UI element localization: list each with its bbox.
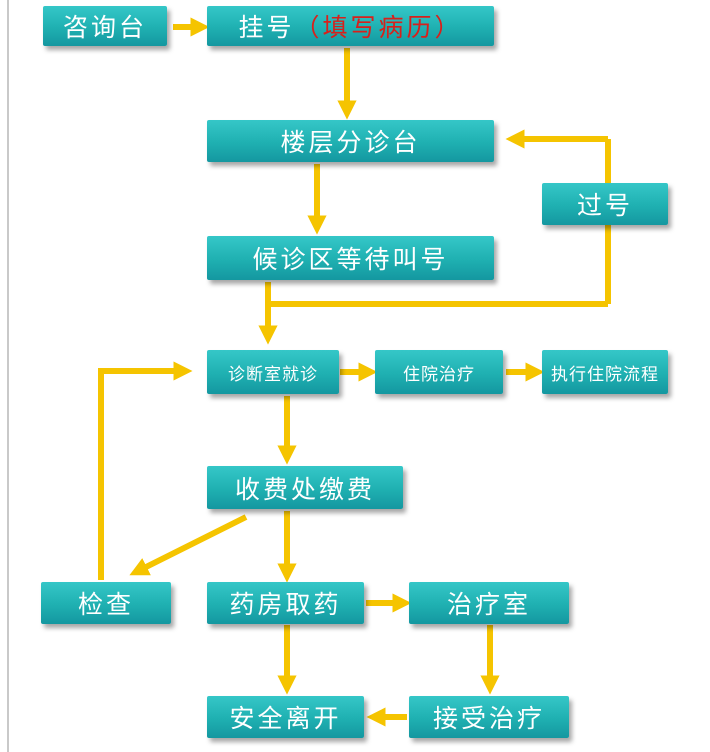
node-triage: 楼层分诊台 (207, 120, 494, 162)
arrow-exam-to-clinic (98, 361, 193, 580)
node-waiting: 候诊区等待叫号 (207, 236, 494, 280)
register-label: 挂号 (238, 13, 295, 42)
node-clinic: 诊断室就诊 (207, 350, 339, 394)
node-consult: 咨询台 (43, 6, 167, 46)
node-exam: 检查 (41, 582, 171, 624)
register-paren-close: ） (434, 13, 463, 42)
arrow-payment-to-exam (129, 514, 248, 576)
register-paren-open: （ (294, 13, 323, 42)
node-inpatient: 住院治疗 (375, 350, 503, 394)
diagram-frame (7, 0, 710, 752)
node-pass: 过号 (542, 183, 668, 225)
node-register: 挂号 （ 填写病历 ） (207, 6, 494, 46)
node-treatment-room: 治疗室 (409, 582, 569, 624)
node-inpatient-process: 执行住院流程 (542, 350, 668, 394)
register-note: 填写病历 (322, 13, 435, 42)
node-leave: 安全离开 (207, 696, 364, 738)
node-receive-treatment: 接受治疗 (409, 696, 569, 738)
node-pharmacy: 药房取药 (207, 582, 364, 624)
node-payment: 收费处缴费 (207, 466, 403, 509)
